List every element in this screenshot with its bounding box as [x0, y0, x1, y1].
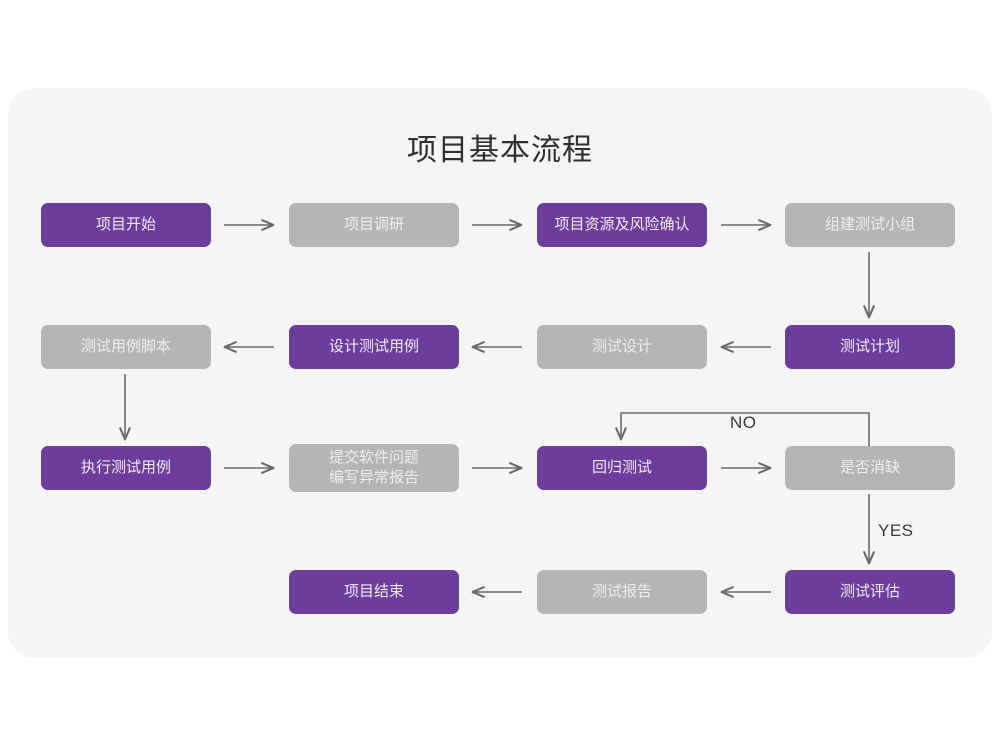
node-build-test-team[interactable]: 组建测试小组 [785, 203, 955, 247]
node-label: 项目结束 [343, 583, 404, 600]
node-submit-issues-report[interactable]: 提交软件问题 编写异常报告 [289, 444, 459, 492]
edge-label-no: NO [730, 413, 757, 432]
node-resource-risk-confirm[interactable]: 项目资源及风险确认 [537, 203, 707, 247]
node-test-plan[interactable]: 测试计划 [785, 325, 955, 369]
node-project-start[interactable]: 项目开始 [41, 203, 211, 247]
node-label: 测试评估 [839, 583, 900, 600]
node-test-report[interactable]: 测试报告 [537, 570, 707, 614]
node-label: 测试计划 [839, 338, 900, 355]
node-label: 是否消缺 [839, 459, 900, 476]
node-execute-test-cases[interactable]: 执行测试用例 [41, 446, 211, 490]
node-label: 测试报告 [591, 583, 652, 600]
node-regression-test[interactable]: 回归测试 [537, 446, 707, 490]
node-project-end[interactable]: 项目结束 [289, 570, 459, 614]
node-test-evaluation[interactable]: 测试评估 [785, 570, 955, 614]
page-title: 项目基本流程 [407, 134, 593, 167]
node-project-research[interactable]: 项目调研 [289, 203, 459, 247]
diagram-panel [8, 88, 992, 658]
node-label: 设计测试用例 [328, 338, 419, 355]
node-test-case-scripts[interactable]: 测试用例脚本 [41, 325, 211, 369]
node-defects-cleared[interactable]: 是否消缺 [785, 446, 955, 490]
node-test-design[interactable]: 测试设计 [537, 325, 707, 369]
node-label: 项目调研 [343, 216, 404, 233]
node-label: 测试设计 [591, 338, 652, 355]
node-label: 测试用例脚本 [80, 338, 171, 355]
node-label: 提交软件问题 编写异常报告 [328, 449, 419, 486]
node-label: 回归测试 [591, 459, 652, 476]
node-label: 执行测试用例 [80, 459, 171, 476]
node-label: 项目资源及风险确认 [554, 216, 690, 233]
edge-label-yes: YES [878, 521, 914, 540]
node-label: 项目开始 [95, 216, 156, 233]
node-label: 组建测试小组 [824, 216, 915, 233]
node-design-test-cases[interactable]: 设计测试用例 [289, 325, 459, 369]
